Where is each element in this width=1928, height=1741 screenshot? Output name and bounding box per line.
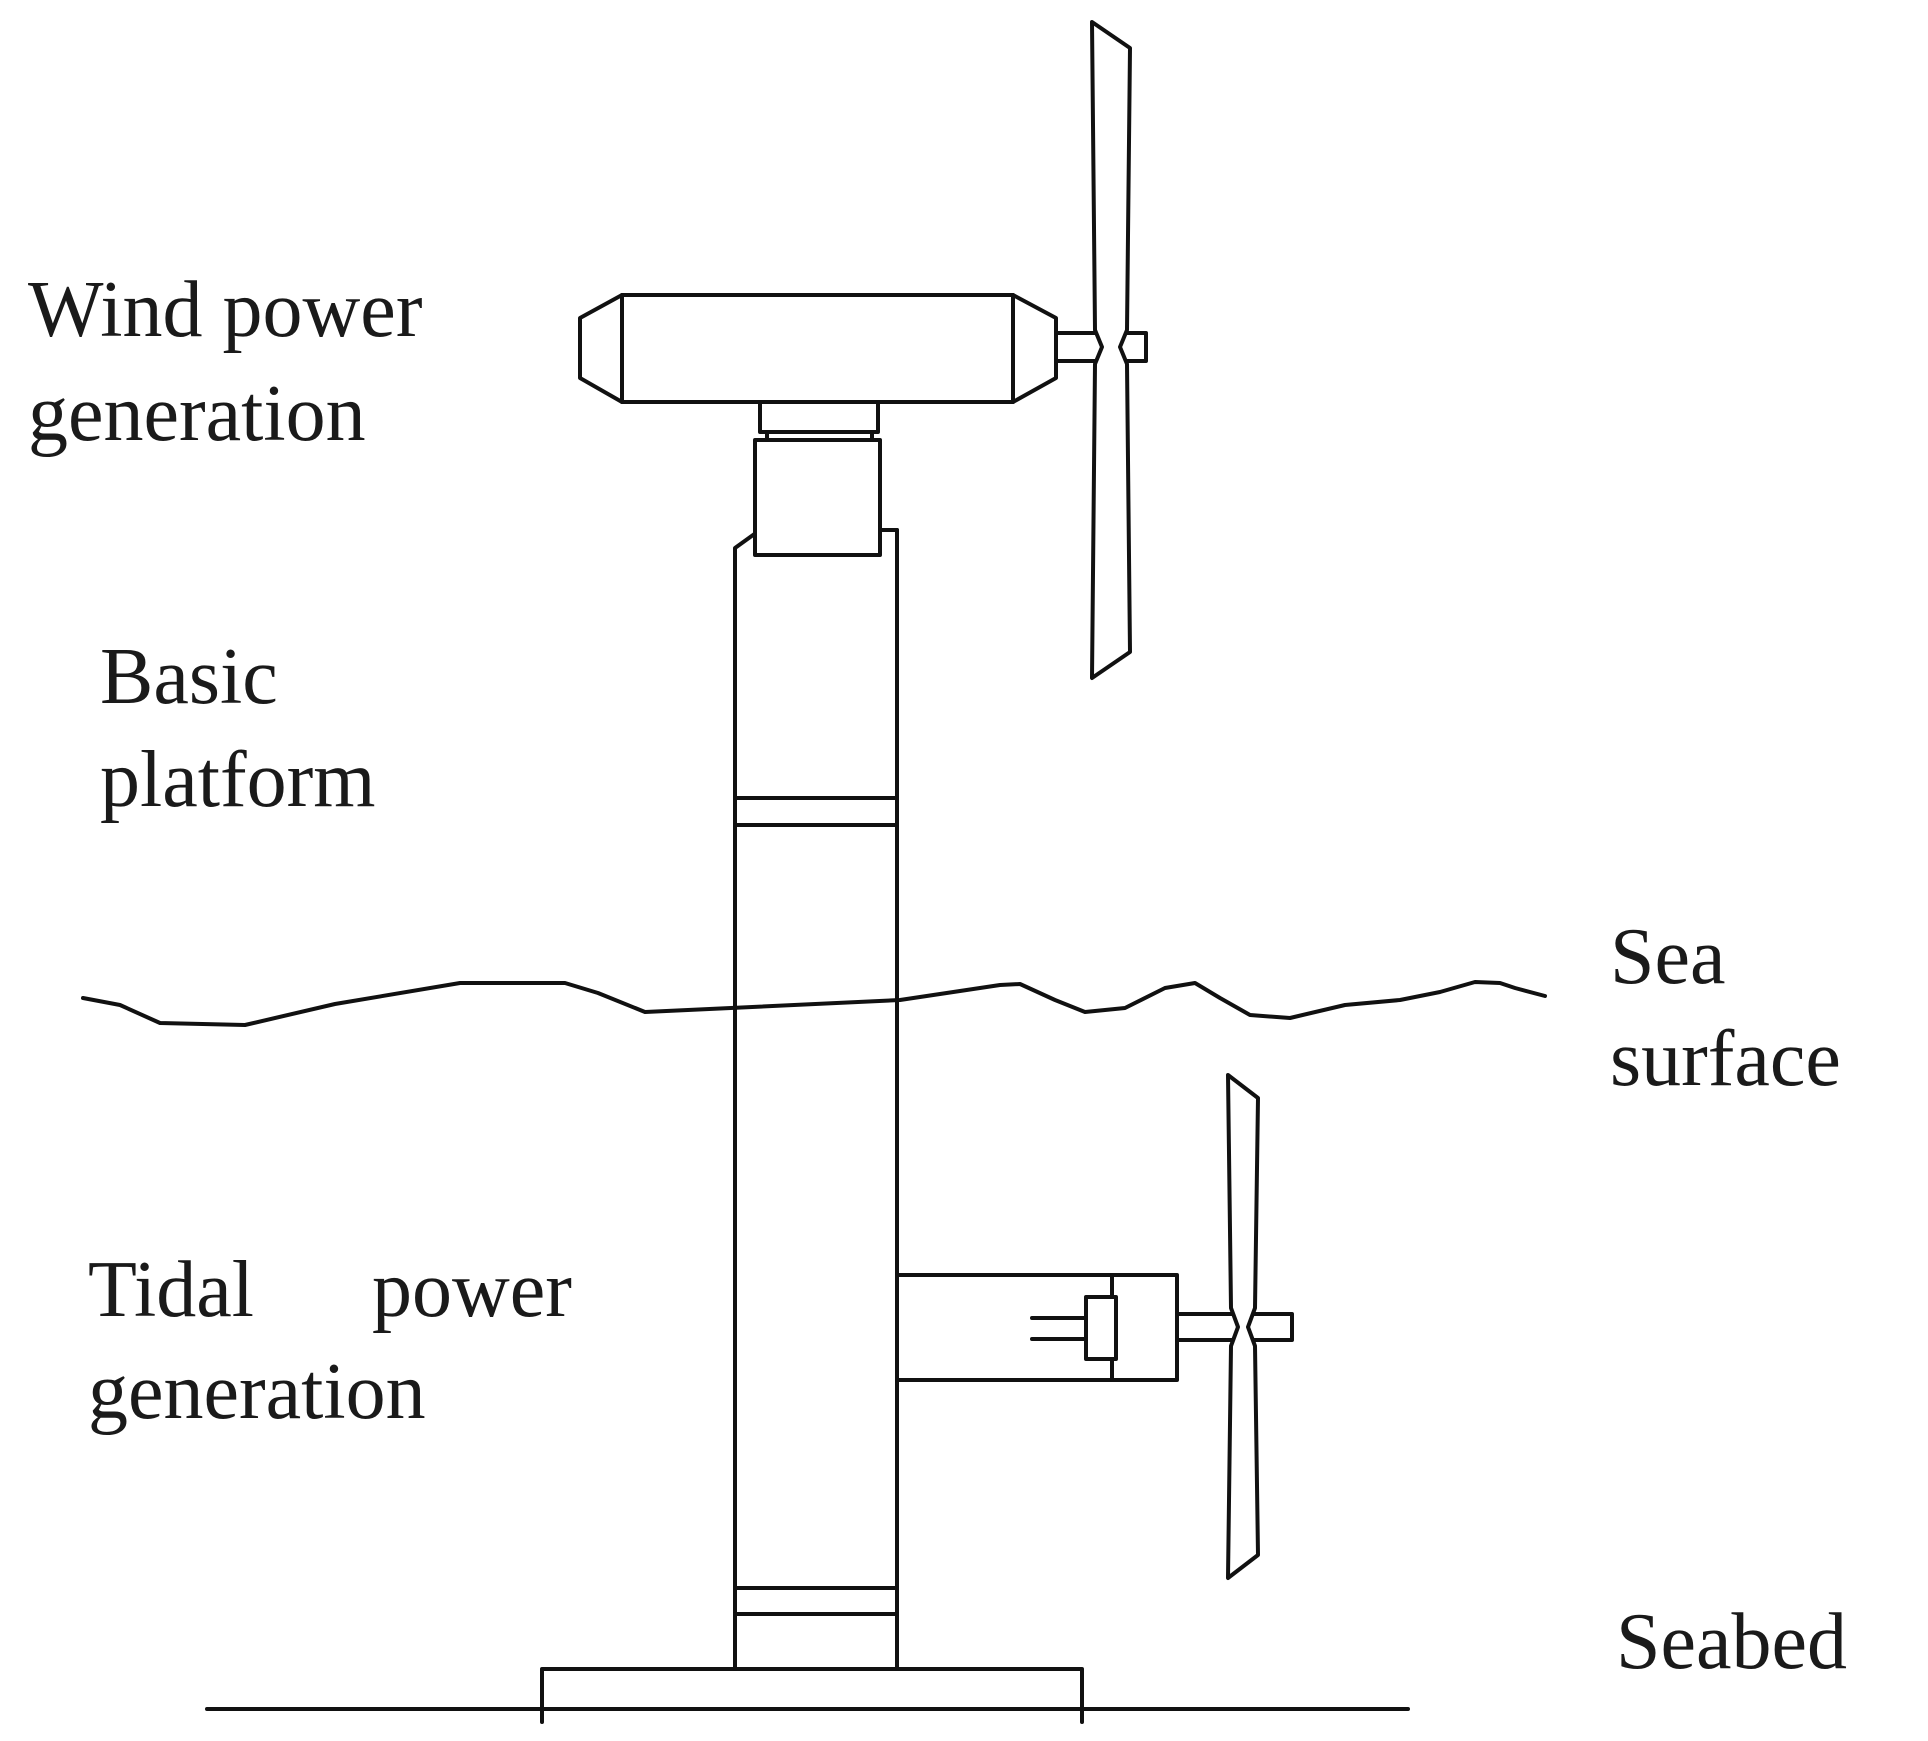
label-sea-line2: surface — [1610, 1015, 1841, 1103]
label-wind-line2: generation — [28, 370, 366, 458]
tower-outline — [733, 528, 899, 1671]
tidal-housing — [1110, 1273, 1179, 1382]
tidal-generator-block — [1084, 1295, 1118, 1361]
tower — [733, 528, 899, 1671]
label-wind-line1: Wind power — [28, 266, 422, 354]
label-platform-line2: platform — [100, 736, 375, 824]
tidal-turbine — [895, 1073, 1294, 1580]
label-tidal-word2: power — [372, 1246, 572, 1334]
foundation-base — [540, 1667, 1084, 1711]
nacelle — [578, 293, 1058, 404]
wind-blade — [1090, 20, 1132, 680]
tower-head — [753, 400, 882, 557]
label-platform-line1: Basic — [100, 633, 278, 721]
sea-surface-line — [81, 980, 1547, 1027]
seabed-foundation — [205, 1667, 1410, 1724]
tower-head-block — [753, 438, 882, 557]
label-seabed: Seabed — [1616, 1598, 1847, 1686]
label-sea-line1: Sea — [1610, 913, 1726, 1001]
wind-turbine — [578, 20, 1148, 680]
label-tidal-line2: generation — [88, 1348, 426, 1436]
yaw-bearing — [758, 400, 880, 434]
tidal-blade — [1226, 1073, 1260, 1580]
label-tidal-word1: Tidal — [88, 1246, 254, 1334]
